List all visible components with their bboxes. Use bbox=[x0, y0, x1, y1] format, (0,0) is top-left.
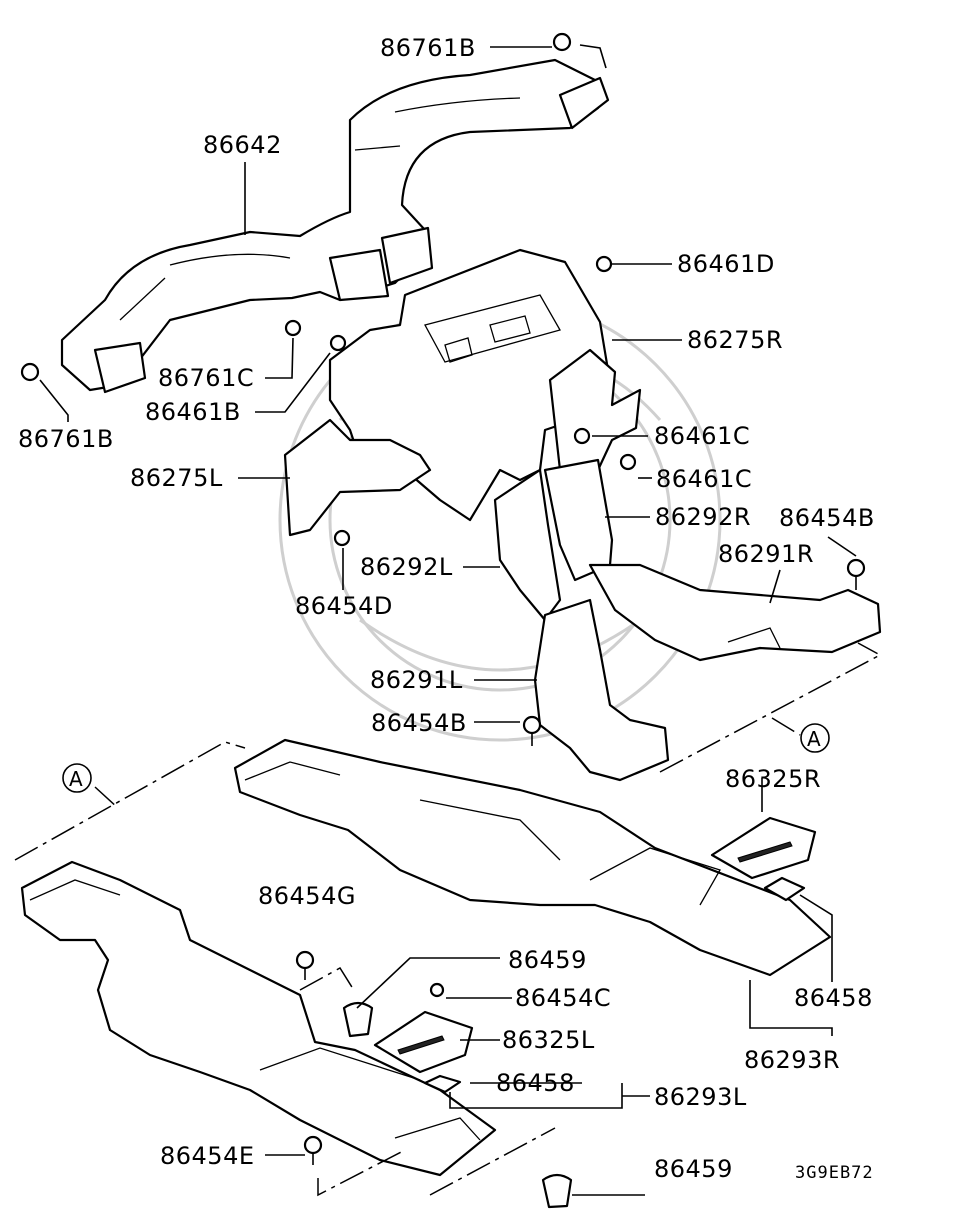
label-86292L: 86292L bbox=[360, 553, 453, 581]
connection-lines bbox=[14, 642, 882, 1197]
center-duct-assembly bbox=[283, 248, 882, 782]
label-86761C: 86761C bbox=[158, 364, 254, 392]
label-86293L: 86293L bbox=[654, 1083, 747, 1111]
label-86459-bottom: 86459 bbox=[654, 1155, 733, 1183]
label-86454E: 86454E bbox=[160, 1142, 255, 1170]
label-86454B-mid: 86454B bbox=[371, 709, 467, 737]
label-86325R: 86325R bbox=[725, 765, 821, 793]
label-ref-A-right: A bbox=[807, 727, 821, 751]
reference-marker-right bbox=[800, 723, 830, 753]
defroster-duct-86642 bbox=[60, 58, 610, 394]
label-86642: 86642 bbox=[203, 131, 282, 159]
label-86325L: 86325L bbox=[502, 1026, 595, 1054]
label-86454G: 86454G bbox=[258, 882, 356, 910]
label-86292R: 86292R bbox=[655, 503, 751, 531]
label-86761B-top: 86761B bbox=[380, 34, 476, 62]
label-86291L: 86291L bbox=[370, 666, 463, 694]
small-parts bbox=[20, 32, 866, 1209]
label-86291R: 86291R bbox=[718, 540, 814, 568]
diagram-code: 3G9EB72 bbox=[795, 1163, 874, 1183]
rear-floor-duct-86293R bbox=[233, 738, 832, 977]
label-ref-A-left: A bbox=[69, 767, 83, 791]
label-86275R: 86275R bbox=[687, 326, 783, 354]
front-floor-duct-86293L bbox=[20, 860, 497, 1177]
label-86461C-a: 86461C bbox=[654, 422, 750, 450]
label-86458-right: 86458 bbox=[794, 984, 873, 1012]
label-86461C-b: 86461C bbox=[656, 465, 752, 493]
part-labels: 86761B 86642 86461D 86275R 86761C 86461B… bbox=[18, 34, 875, 1183]
label-86458-mid: 86458 bbox=[496, 1069, 575, 1097]
label-86293R: 86293R bbox=[744, 1046, 840, 1074]
reference-marker-left bbox=[62, 763, 92, 793]
label-86454C: 86454C bbox=[515, 984, 611, 1012]
label-86761B-left: 86761B bbox=[18, 425, 114, 453]
label-86461D: 86461D bbox=[677, 250, 775, 278]
label-86461B: 86461B bbox=[145, 398, 241, 426]
label-86454B-right: 86454B bbox=[779, 504, 875, 532]
label-86459-top: 86459 bbox=[508, 946, 587, 974]
label-86275L: 86275L bbox=[130, 464, 223, 492]
leader-lines bbox=[39, 44, 857, 1196]
label-86454D: 86454D bbox=[295, 592, 393, 620]
